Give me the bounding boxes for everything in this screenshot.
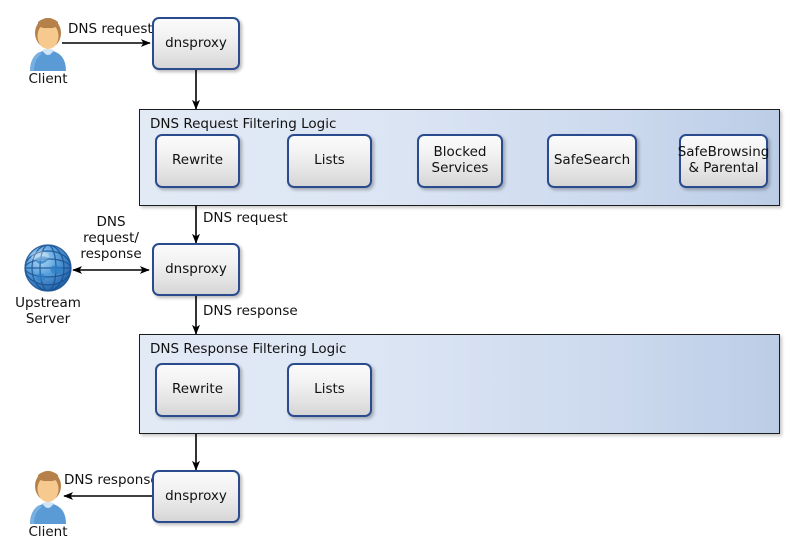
edge-label-proxy-to-response-filter: DNS response: [203, 303, 298, 319]
person-icon: [30, 471, 66, 524]
request-filtering-title: DNS Request Filtering Logic: [150, 116, 337, 132]
upstream-server-caption: Upstream Server: [15, 295, 81, 327]
stage-rewrite-response[interactable]: Rewrite: [155, 363, 240, 417]
edge-label-client-to-proxy: DNS request: [68, 21, 153, 37]
client-bottom-caption: Client: [28, 524, 68, 540]
dnsproxy-middle-node[interactable]: dnsproxy: [152, 243, 240, 296]
stage-blocked-services[interactable]: Blocked Services: [417, 134, 503, 188]
edge-label-upstream-bidirectional: DNS request/ response: [80, 214, 142, 262]
stage-lists-response[interactable]: Lists: [287, 363, 372, 417]
edge-label-proxy-to-request-filter: DNS request: [203, 210, 288, 226]
response-filtering-group: DNS Response Filtering Logic: [139, 334, 780, 434]
edge-label-proxy-to-client: DNS response: [64, 472, 159, 488]
stage-rewrite[interactable]: Rewrite: [155, 134, 240, 188]
stage-safesearch[interactable]: SafeSearch: [547, 134, 637, 188]
client-top-caption: Client: [28, 71, 68, 87]
stage-safebrowsing-parental[interactable]: SafeBrowsing & Parental: [678, 134, 769, 188]
person-icon: [30, 18, 66, 71]
response-filtering-title: DNS Response Filtering Logic: [150, 341, 347, 357]
dnsproxy-top-node[interactable]: dnsproxy: [152, 17, 240, 70]
globe-icon: [24, 244, 72, 292]
stage-lists[interactable]: Lists: [287, 134, 372, 188]
dnsproxy-bottom-node[interactable]: dnsproxy: [152, 470, 240, 523]
